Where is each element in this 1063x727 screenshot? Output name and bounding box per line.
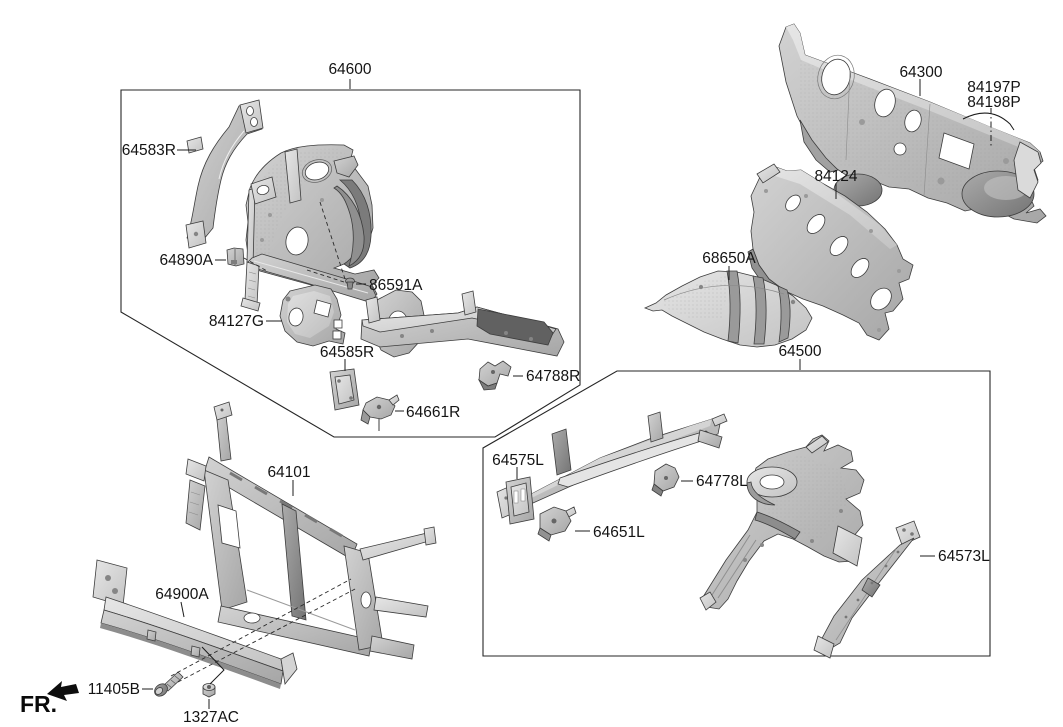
part-label-64500: 64500: [778, 343, 821, 360]
part-label-64778L: 64778L: [696, 473, 748, 490]
part-label-84198P: 84198P: [967, 94, 1020, 111]
part-64585R-plate: [329, 368, 360, 411]
part-label-64900A: 64900A: [155, 586, 209, 603]
part-64778L-bracket: [651, 463, 680, 497]
leader-lines: [142, 79, 1015, 709]
part-label-64788R: 64788R: [526, 368, 580, 385]
assembly-box-64600: [120, 79, 581, 438]
fr-indicator-label: FR.: [20, 691, 57, 717]
part-64651L-bracket: [537, 506, 577, 542]
part-64300-dash-panel: [778, 23, 1047, 224]
part-fender-apron-lh: [699, 434, 865, 611]
part-68650A-heat-protector: [643, 270, 813, 348]
part-64788R-bracket: [477, 360, 512, 391]
part-64573L-rail: [813, 520, 921, 659]
assembly-box-64500: [482, 359, 991, 657]
part-side-member-rh: [360, 289, 565, 358]
part-label-64101: 64101: [267, 464, 310, 481]
part-label-1327AC: 1327AC: [183, 709, 239, 726]
part-fender-apron-rh: [240, 144, 380, 312]
part-64890A-clip: [226, 247, 245, 267]
part-64583R-support-bar: [185, 99, 264, 249]
part-label-64600: 64600: [328, 61, 371, 78]
part-label-64575L: 64575L: [492, 452, 544, 469]
part-64661R-bracket: [360, 394, 400, 431]
part-label-11405B: 11405B: [88, 681, 140, 698]
part-label-64300: 64300: [899, 64, 942, 81]
part-64101-radiator-support: [185, 401, 437, 660]
part-84124-insulator: [747, 163, 914, 341]
part-64900A-bumper-beam: [92, 559, 298, 689]
part-64575L-plate: [505, 476, 535, 525]
fr-direction-arrow-icon: [47, 681, 79, 701]
part-84127G-panel: [279, 284, 346, 347]
part-label-64585R: 64585R: [320, 344, 374, 361]
part-label-86591A: 86591A: [369, 277, 423, 294]
part-86591A-clip: [345, 277, 355, 290]
part-label-68650A: 68650A: [702, 250, 756, 267]
part-label-64661R: 64661R: [406, 404, 460, 421]
part-label-64890A: 64890A: [160, 252, 214, 269]
part-label-64651L: 64651L: [593, 524, 645, 541]
part-label-84127G: 84127G: [209, 313, 264, 330]
part-label-84197P: 84197P: [967, 79, 1020, 96]
part-side-member-lh: [496, 411, 728, 519]
part-label-84124: 84124: [814, 168, 857, 185]
part-1327AC-nut: [202, 683, 216, 698]
part-label-64583R: 64583R: [122, 142, 176, 159]
leader-1327AC-zigzag: [201, 646, 225, 685]
part-11405B-bolt: [154, 671, 184, 697]
part-label-64573L: 64573L: [938, 548, 990, 565]
